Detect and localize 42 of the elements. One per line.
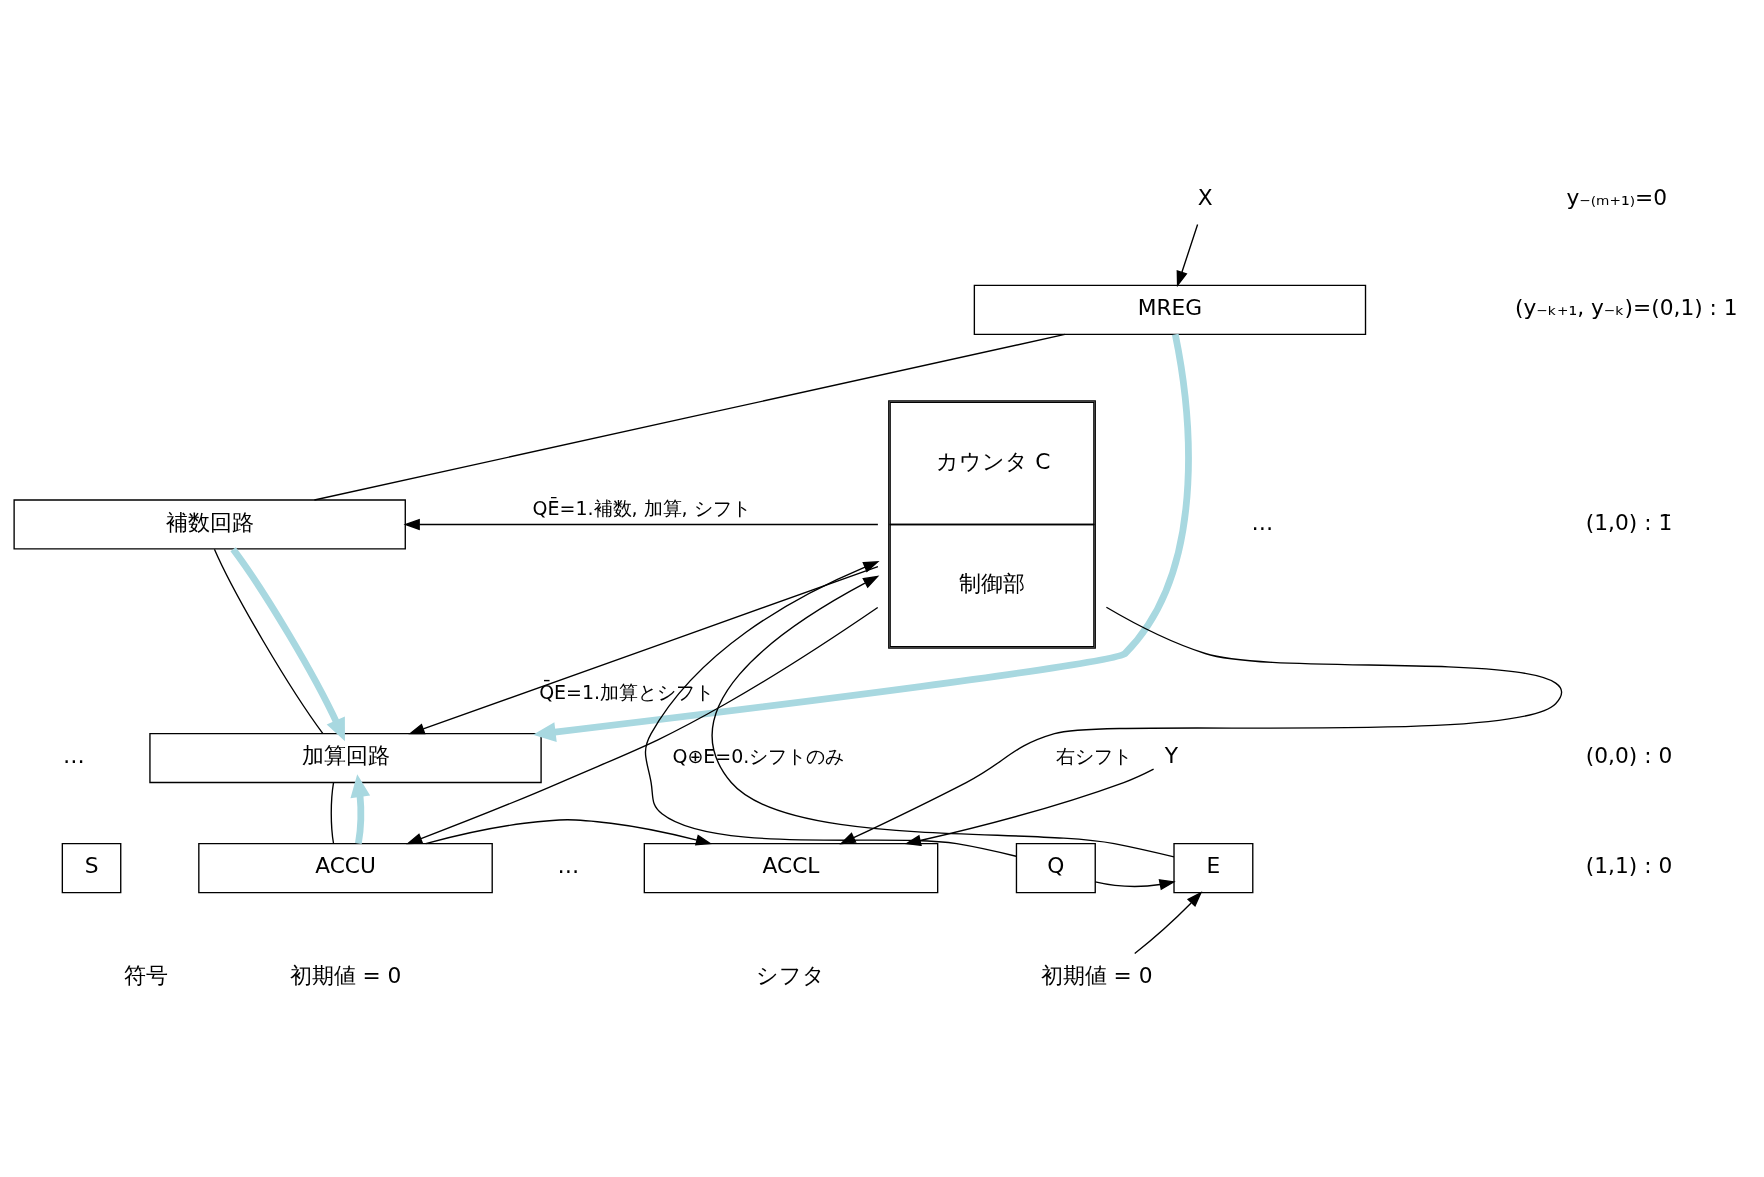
- node-box: 補数回路: [13, 498, 406, 550]
- arrow: [1094, 878, 1176, 890]
- node-box: ACCL: [643, 842, 939, 893]
- edge-label: QĒ=1.補数, 加算, シフト: [532, 496, 751, 519]
- arrow: [644, 560, 1017, 857]
- arrow: [425, 818, 713, 845]
- label: …: [63, 742, 85, 768]
- arrow: [403, 518, 879, 530]
- label: シフタ: [756, 962, 826, 988]
- arrow: [839, 606, 1563, 844]
- connector: [313, 333, 1066, 501]
- node-box: 加算回路: [149, 732, 542, 783]
- arrow: [1134, 890, 1203, 954]
- node-text: Y: [1164, 742, 1178, 768]
- connector: [330, 781, 335, 844]
- edge-label: 右シフト: [1055, 744, 1132, 767]
- arrow: [230, 546, 345, 741]
- arrow: [904, 767, 1155, 846]
- label: …: [557, 852, 580, 878]
- label: 符号: [123, 962, 168, 988]
- node-box: MREG: [973, 284, 1367, 335]
- arrow: [350, 773, 371, 844]
- label: …: [1251, 509, 1274, 535]
- arrow: [532, 333, 1192, 742]
- node-box: S: [61, 842, 122, 893]
- label: y₋₍ₘ₊₁₎=0: [1566, 184, 1668, 210]
- arrow: [406, 606, 879, 844]
- label: (1,1) : 0: [1585, 852, 1673, 878]
- node-box: E: [1173, 842, 1254, 893]
- label: (y₋ₖ₊₁, y₋ₖ)=(0,1) : 1: [1514, 294, 1738, 320]
- arrow: [1176, 223, 1199, 287]
- connector: [213, 548, 324, 734]
- label: 初期値 = 0: [289, 962, 402, 988]
- label: (0,0) : 0: [1585, 742, 1673, 768]
- arrow: [408, 565, 879, 734]
- label: (1,0) : 1̄: [1585, 509, 1673, 535]
- node-text: 初期値 = 0: [1040, 962, 1153, 988]
- node-box: ACCU: [198, 842, 493, 893]
- edge-label: Q̄E=1.加算とシフト: [539, 680, 715, 703]
- arrow: [711, 575, 1175, 858]
- node-box: Q: [1015, 842, 1096, 893]
- node-text: X: [1197, 184, 1213, 210]
